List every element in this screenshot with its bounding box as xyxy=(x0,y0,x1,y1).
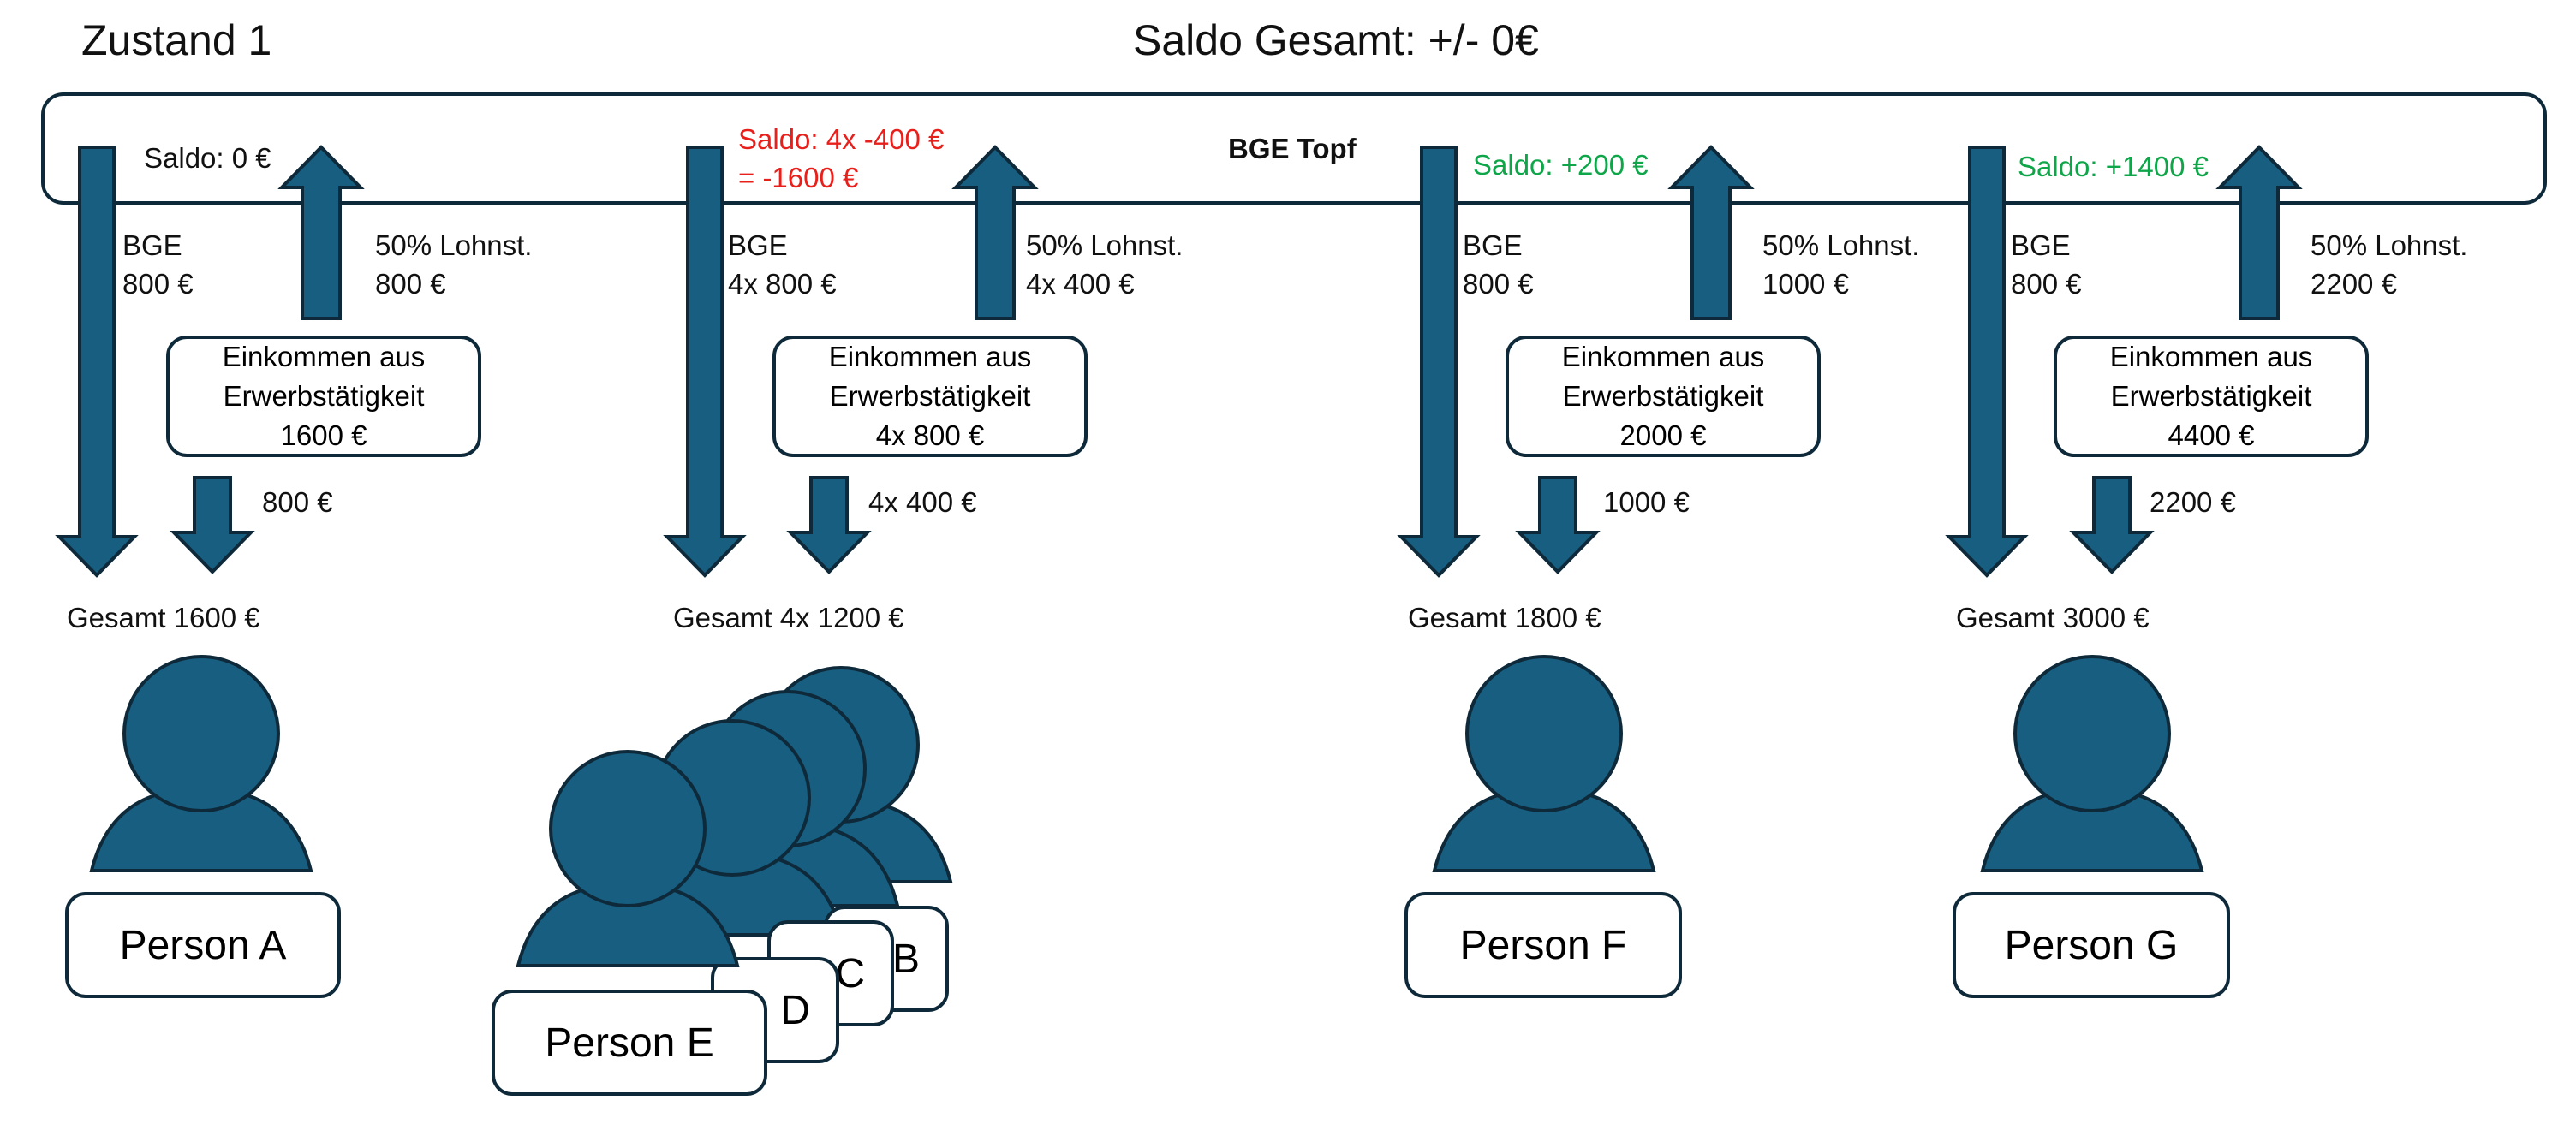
tax-arrow-a xyxy=(280,146,362,320)
bge-label-a: BGE 800 € xyxy=(122,226,194,303)
tax-amount-f: 1000 € xyxy=(1762,268,1849,300)
income-line2-a: Erwerbstätigkeit xyxy=(223,380,425,412)
net-arrow-e xyxy=(789,476,869,574)
state-title: Zustand 1 xyxy=(81,16,272,64)
person-name-g: Person G xyxy=(2004,922,2179,968)
person-name-a: Person A xyxy=(119,922,287,968)
saldo-e-line1: Saldo: 4x -400 € xyxy=(738,123,945,155)
person-box-a: Person A xyxy=(65,892,341,998)
bge-title-a: BGE xyxy=(122,229,182,261)
bge-arrow-a xyxy=(57,146,136,577)
bge-amount-f: 800 € xyxy=(1463,268,1534,300)
person-box-e: Person E xyxy=(492,990,767,1096)
net-amount-f: 1000 € xyxy=(1603,486,1690,518)
tax-label-a: 50% Lohnst. 800 € xyxy=(375,226,532,303)
person-name-f: Person F xyxy=(1459,922,1627,968)
income-line2-f: Erwerbstätigkeit xyxy=(1562,380,1764,412)
income-amount-a: 1600 € xyxy=(280,419,367,451)
bge-arrow-g xyxy=(1947,146,2026,577)
income-line1-a: Einkommen aus xyxy=(222,341,426,372)
saldo-e-line2: = -1600 € xyxy=(738,162,859,193)
total-balance-title: Saldo Gesamt: +/- 0€ xyxy=(1133,16,1539,64)
bge-amount-a: 800 € xyxy=(122,268,194,300)
net-amount-a: 800 € xyxy=(262,486,333,518)
net-amount-e: 4x 400 € xyxy=(868,486,977,518)
bge-arrow-f xyxy=(1399,146,1478,577)
saldo-a: Saldo: 0 € xyxy=(144,142,271,174)
person-letter-d: D xyxy=(780,987,810,1033)
net-arrow-g xyxy=(2072,476,2152,574)
total-g: Gesamt 3000 € xyxy=(1956,602,2150,633)
income-line2-e: Erwerbstätigkeit xyxy=(829,380,1031,412)
bge-amount-e: 4x 800 € xyxy=(728,268,837,300)
bge-title-f: BGE xyxy=(1463,229,1523,261)
tax-arrow-f xyxy=(1670,146,1752,320)
tax-amount-g: 2200 € xyxy=(2311,268,2397,300)
total-a: Gesamt 1600 € xyxy=(67,602,260,633)
total-e: Gesamt 4x 1200 € xyxy=(673,602,904,633)
tax-amount-e: 4x 400 € xyxy=(1026,268,1135,300)
person-box-f: Person F xyxy=(1404,892,1682,998)
tax-arrow-g xyxy=(2218,146,2300,320)
tax-label-g: 50% Lohnst. 2200 € xyxy=(2311,226,2467,303)
income-line2-g: Erwerbstätigkeit xyxy=(2110,380,2312,412)
income-amount-g: 4400 € xyxy=(2168,419,2255,451)
tax-title-e: 50% Lohnst. xyxy=(1026,229,1184,261)
tax-label-e: 50% Lohnst. 4x 400 € xyxy=(1026,226,1183,303)
bge-title-g: BGE xyxy=(2011,229,2071,261)
income-line1-f: Einkommen aus xyxy=(1561,341,1765,372)
pot-label: BGE Topf xyxy=(1228,133,1357,164)
income-line1-e: Einkommen aus xyxy=(828,341,1032,372)
income-amount-f: 2000 € xyxy=(1619,419,1707,451)
saldo-e: Saldo: 4x -400 € = -1600 € xyxy=(738,120,944,197)
tax-title-f: 50% Lohnst. xyxy=(1762,229,1920,261)
tax-amount-a: 800 € xyxy=(375,268,446,300)
bge-arrow-e xyxy=(665,146,744,577)
income-line1-g: Einkommen aus xyxy=(2109,341,2313,372)
bge-pot xyxy=(41,92,2547,205)
tax-title-g: 50% Lohnst. xyxy=(2311,229,2468,261)
person-letter-c: C xyxy=(835,950,865,996)
person-icon-a xyxy=(90,655,313,872)
person-icon-f xyxy=(1433,655,1655,872)
person-icon-g xyxy=(1981,655,2203,872)
net-arrow-a xyxy=(172,476,253,574)
total-f: Gesamt 1800 € xyxy=(1408,602,1601,633)
tax-arrow-e xyxy=(954,146,1036,320)
saldo-g: Saldo: +1400 € xyxy=(2018,151,2209,182)
person-box-g: Person G xyxy=(1953,892,2230,998)
person-letter-b: B xyxy=(891,936,920,982)
bge-label-e: BGE 4x 800 € xyxy=(728,226,837,303)
tax-title-a: 50% Lohnst. xyxy=(375,229,533,261)
bge-label-f: BGE 800 € xyxy=(1463,226,1534,303)
bge-title-e: BGE xyxy=(728,229,788,261)
bge-amount-g: 800 € xyxy=(2011,268,2082,300)
net-arrow-f xyxy=(1518,476,1598,574)
bge-label-g: BGE 800 € xyxy=(2011,226,2082,303)
net-amount-g: 2200 € xyxy=(2150,486,2236,518)
saldo-f: Saldo: +200 € xyxy=(1473,149,1649,181)
person-name-e: Person E xyxy=(545,1020,714,1066)
income-amount-e: 4x 800 € xyxy=(875,419,985,451)
tax-label-f: 50% Lohnst. 1000 € xyxy=(1762,226,1919,303)
